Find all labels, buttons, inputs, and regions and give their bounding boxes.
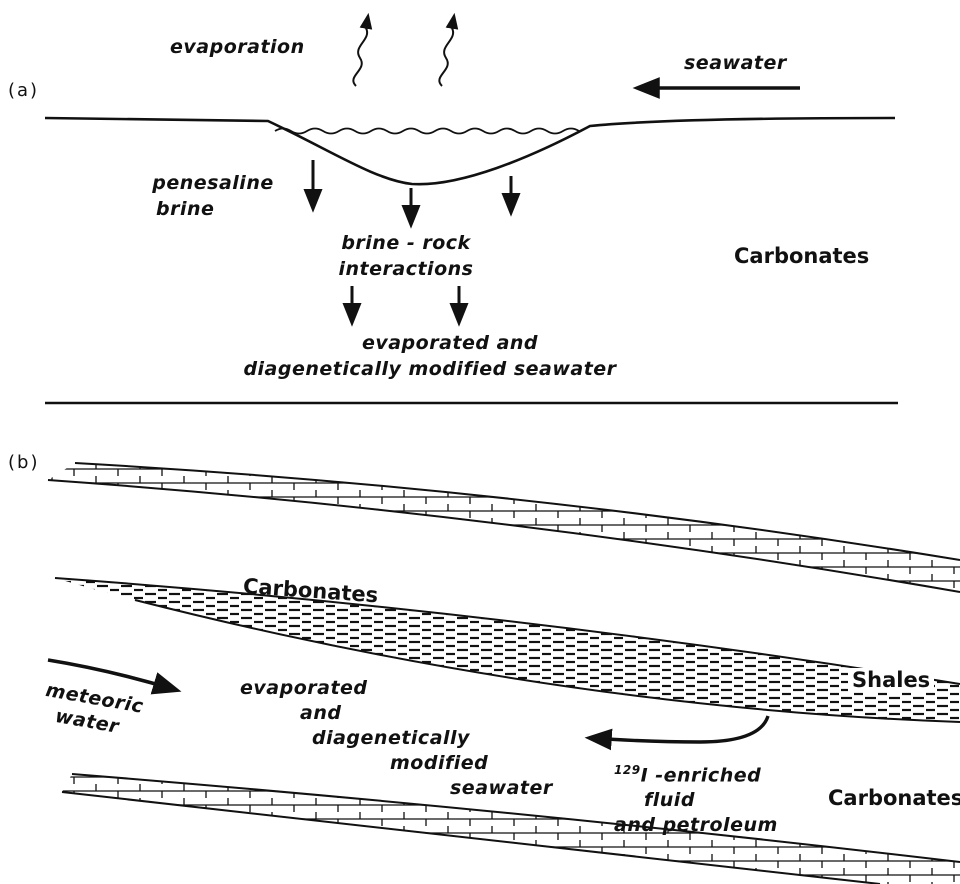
evaporation-arrow-1 <box>353 16 368 86</box>
evaporated-b-line-2: and <box>240 701 553 726</box>
upper-band-bottom-edge <box>48 480 960 592</box>
evaporation-label: evaporation <box>170 36 305 58</box>
fluid-line-3: and petroleum <box>614 813 778 838</box>
evaporated-seawater-label-a: evaporated and diagenetically modified s… <box>220 330 640 382</box>
fluid-line-1-text: I -enriched <box>641 764 762 786</box>
brine-line-2: brine <box>148 196 278 222</box>
seawater-label: seawater <box>684 52 787 74</box>
brine-water-surface <box>275 129 579 134</box>
panel-b-label: (b) <box>8 452 39 473</box>
evaporated-seawater-label-b: evaporated and diagenetically modified s… <box>240 676 553 801</box>
evaporated-a-line-2: diagenetically modified seawater <box>220 356 640 382</box>
brine-rock-interactions-label: brine - rock interactions <box>316 230 496 282</box>
enriched-fluid-label: 129I -enriched fluid and petroleum <box>614 758 778 838</box>
evaporated-b-line-1: evaporated <box>240 676 553 701</box>
upper-carbonate-band <box>48 463 960 592</box>
carbonates-label-a: Carbonates <box>734 244 869 268</box>
evaporated-b-line-3: diagenetically <box>240 726 553 751</box>
fluid-migration-arrow <box>590 716 768 742</box>
evaporation-arrow-2 <box>439 16 454 86</box>
brine-line-1: penesaline <box>148 170 278 196</box>
interactions-line-2: interactions <box>316 256 496 282</box>
penesaline-brine-label: penesaline brine <box>148 170 278 222</box>
fluid-line-2: fluid <box>614 788 778 813</box>
panel-a-label: (a) <box>8 80 39 101</box>
fluid-line-1: 129I -enriched <box>614 758 778 788</box>
shales-label: Shales <box>848 668 934 692</box>
interactions-line-1: brine - rock <box>316 230 496 256</box>
carbonates-label-b-right: Carbonates <box>828 786 960 810</box>
evaporated-b-line-5: seawater <box>240 776 553 801</box>
iodine-isotope-superscript: 129 <box>614 763 641 777</box>
evaporated-b-line-4: modified <box>240 751 553 776</box>
evaporated-a-line-1: evaporated and <box>220 330 640 356</box>
